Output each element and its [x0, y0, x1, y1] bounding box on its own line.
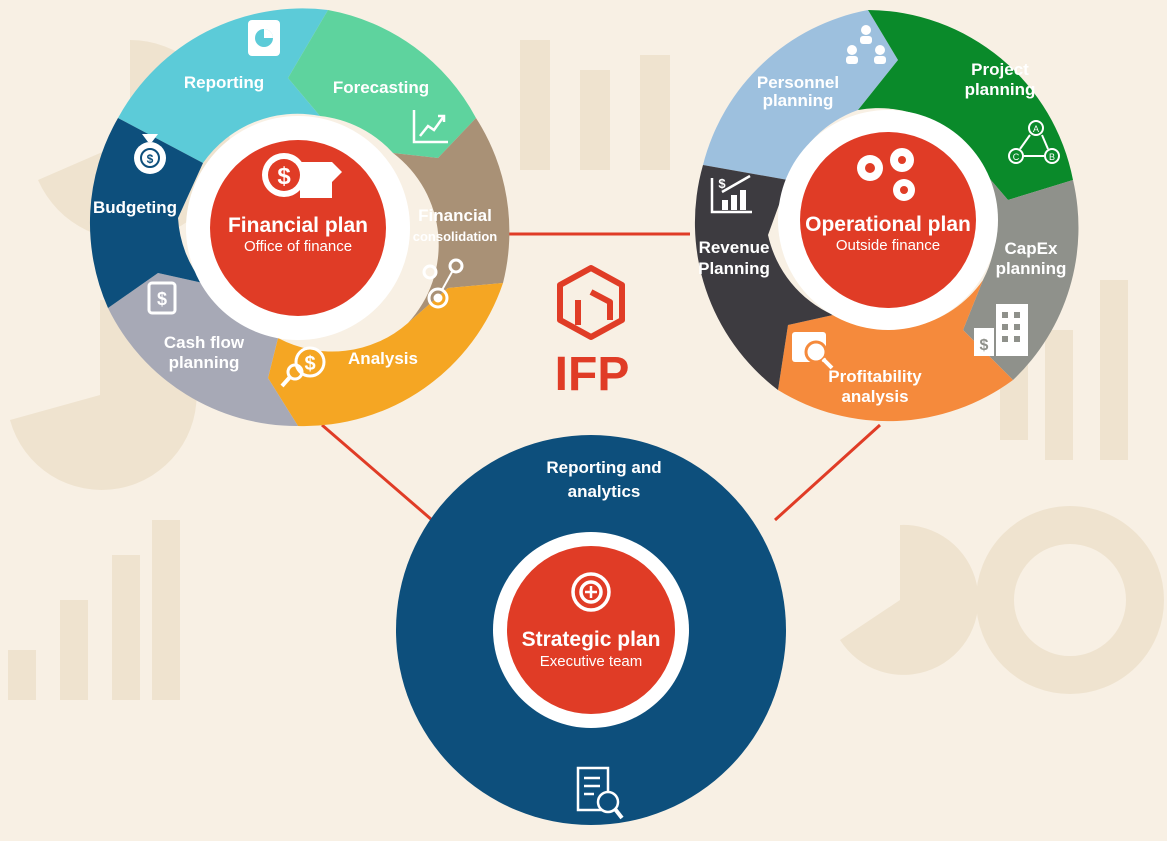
- label-reporting: Reporting: [184, 73, 264, 92]
- segment-consolidation[interactable]: [393, 118, 510, 323]
- label-revenue-line1: Revenue: [699, 238, 770, 257]
- svg-text:B: B: [1049, 152, 1055, 162]
- svg-text:$: $: [718, 176, 726, 191]
- label-profitability-line2: analysis: [841, 387, 908, 406]
- operational-plan-center[interactable]: [800, 132, 976, 308]
- pie-document-icon: [248, 20, 280, 56]
- strategic-plan-center[interactable]: [507, 546, 675, 714]
- svg-text:$: $: [157, 289, 167, 309]
- watermark-bar-4: [152, 520, 180, 700]
- watermark-donut: [976, 506, 1164, 694]
- label-consolidation-line1: Financial: [418, 206, 492, 225]
- label-consolidation-line2: consolidation: [413, 229, 498, 244]
- segment-cash-flow[interactable]: [108, 273, 298, 427]
- label-profitability-line1: Profitability: [828, 367, 922, 386]
- label-cash-flow-line1: Cash flow: [164, 333, 245, 352]
- svg-text:A: A: [1033, 124, 1039, 134]
- money-bag-icon: $: [134, 134, 166, 174]
- svg-text:C: C: [1013, 152, 1020, 162]
- connector-financial-strategic: [321, 423, 433, 522]
- dollar-coin-icon: $: [262, 153, 342, 198]
- label-personnel-line2: planning: [763, 91, 834, 110]
- financial-plan-title: Financial plan: [228, 214, 368, 237]
- watermark-bar-1: [8, 650, 36, 700]
- svg-text:$: $: [277, 163, 291, 190]
- dollar-magnifier-icon: $: [280, 346, 326, 388]
- people-gears-icon: [857, 148, 915, 201]
- strategic-plan-subtitle: Executive team: [540, 653, 643, 670]
- people-network-icon: [846, 25, 886, 64]
- label-capex-line2: planning: [996, 259, 1067, 278]
- segment-budgeting[interactable]: [89, 118, 203, 308]
- segment-analysis[interactable]: [268, 283, 503, 427]
- segment-forecasting[interactable]: [288, 10, 476, 158]
- revenue-chart-icon: $: [710, 174, 752, 214]
- svg-text:$: $: [304, 353, 315, 375]
- watermark-bar-top-2: [580, 70, 610, 170]
- gears-icon: [422, 258, 464, 309]
- svg-text:$: $: [147, 152, 154, 166]
- watermark-bar-right-2: [1045, 330, 1073, 460]
- label-capex-line1: CapEx: [1005, 239, 1058, 258]
- label-budgeting: Budgeting: [93, 198, 177, 217]
- growth-chart-icon: [412, 110, 448, 144]
- reporting-analytics-label-line2: analytics: [568, 482, 641, 501]
- segment-profitability[interactable]: [778, 280, 1013, 422]
- operational-plan-title: Operational plan: [805, 213, 971, 236]
- watermark-bar-3: [112, 555, 140, 700]
- segment-revenue[interactable]: [694, 165, 833, 390]
- watermark-bar-top-1: [520, 40, 550, 170]
- watermark-bar-top-3: [640, 55, 670, 170]
- svg-text:$: $: [980, 337, 989, 354]
- connector-operational-strategic: [773, 423, 882, 522]
- segment-project[interactable]: [858, 10, 1073, 200]
- abc-cycle-icon: A C B: [1008, 120, 1060, 164]
- connector-lines: [321, 232, 882, 522]
- operational-plan-subtitle: Outside finance: [836, 237, 940, 254]
- watermark-bar-2: [60, 600, 88, 700]
- chart-magnifier-icon: [792, 332, 834, 370]
- report-magnifier-icon: [576, 766, 624, 820]
- label-revenue-line2: Planning: [698, 259, 770, 278]
- ifp-logo-text: IFP: [555, 348, 630, 401]
- dollar-document-icon: $: [147, 281, 177, 315]
- financial-plan-subtitle: Office of finance: [244, 238, 352, 255]
- operational-plan-cycle: [694, 10, 1079, 422]
- building-dollar-icon: $: [974, 304, 1028, 356]
- label-project-line2: planning: [965, 80, 1036, 99]
- label-analysis: Analysis: [348, 349, 418, 368]
- watermark-pie-bottomright: [840, 524, 979, 675]
- strategic-plan-title: Strategic plan: [522, 628, 661, 651]
- watermark-bar-right-3: [1100, 280, 1128, 460]
- label-project-line1: Project: [971, 60, 1029, 79]
- ifp-cube-icon: [557, 265, 625, 340]
- strategic-plan-group: [396, 435, 786, 825]
- label-personnel-line1: Personnel: [757, 73, 839, 92]
- financial-plan-center[interactable]: [210, 140, 386, 316]
- reporting-analytics-label-line1: Reporting and: [546, 458, 661, 477]
- label-cash-flow-line2: planning: [169, 353, 240, 372]
- label-forecasting: Forecasting: [333, 78, 429, 97]
- target-plus-icon: [571, 572, 611, 612]
- segment-capex[interactable]: [963, 165, 1079, 380]
